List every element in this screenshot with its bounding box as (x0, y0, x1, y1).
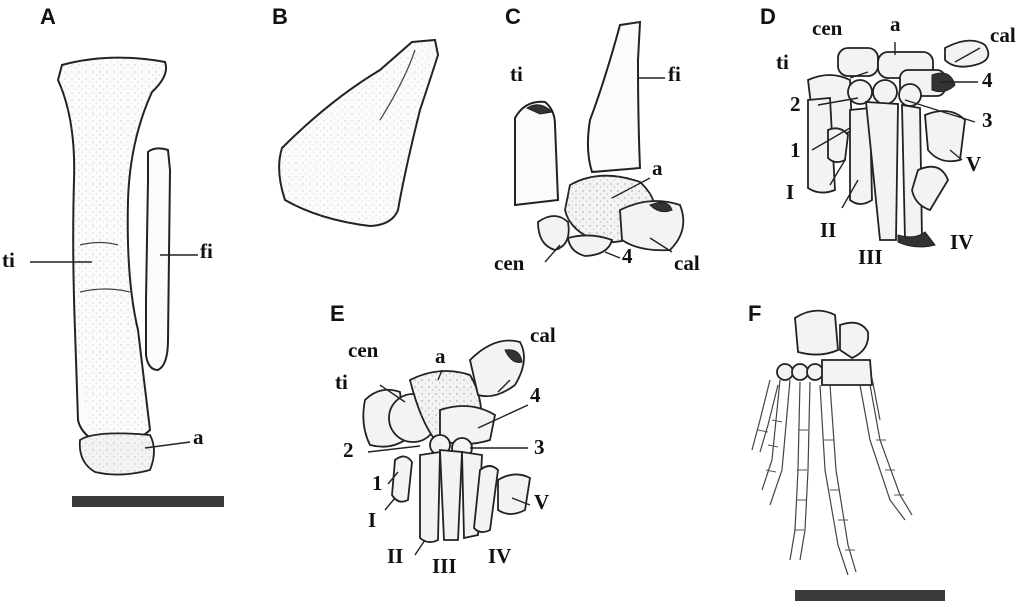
panel-c-drawing (515, 22, 683, 262)
label-c-cal: cal (674, 253, 700, 274)
label-e-4: 4 (530, 385, 541, 406)
label-e-1: 1 (372, 473, 383, 494)
panel-label-b: B (272, 6, 288, 28)
panel-label-c: C (505, 6, 521, 28)
label-d-roman-III: III (858, 247, 883, 268)
scale-bar-a (72, 496, 224, 507)
label-d-4: 4 (982, 70, 993, 91)
label-c-a: a (652, 158, 663, 179)
fibula-c (588, 22, 640, 172)
label-c-4: 4 (622, 246, 633, 267)
label-e-roman-I: I (368, 510, 376, 531)
label-c-cen: cen (494, 253, 524, 274)
panel-e-drawing (363, 340, 530, 555)
label-a-a: a (193, 427, 204, 448)
label-e-roman-II: II (387, 546, 403, 567)
label-a-ti: ti (2, 250, 15, 271)
label-e-roman-IV: IV (488, 546, 511, 567)
label-e-ti: ti (335, 372, 348, 393)
label-e-roman-III: III (432, 556, 457, 577)
panel-label-e: E (330, 303, 345, 325)
label-e-a: a (435, 346, 446, 367)
panel-label-f: F (748, 303, 761, 325)
tibia-c (515, 102, 558, 205)
label-d-1: 1 (790, 140, 801, 161)
label-a-fi: fi (200, 241, 213, 262)
panel-a-drawing (30, 58, 198, 475)
label-d-3: 3 (982, 110, 993, 131)
label-c-fi: fi (668, 64, 681, 85)
scale-bar-f (795, 590, 945, 601)
label-e-2: 2 (343, 440, 354, 461)
calcaneum-e (470, 340, 524, 396)
label-e-3: 3 (534, 437, 545, 458)
label-d-roman-II: II (820, 220, 836, 241)
calcaneum-d (945, 41, 988, 67)
fibula-bone (146, 148, 170, 370)
panel-label-a: A (40, 6, 56, 28)
label-e-roman-V: V (534, 492, 549, 513)
label-d-ti: ti (776, 52, 789, 73)
label-d-roman-I: I (786, 182, 794, 203)
label-d-cal: cal (990, 25, 1016, 46)
panel-d-drawing (808, 41, 988, 247)
label-e-cal: cal (530, 325, 556, 346)
panel-label-d: D (760, 6, 776, 28)
label-d-roman-IV: IV (950, 232, 973, 253)
panel-f-drawing (752, 311, 912, 575)
centrale-c (538, 216, 569, 250)
panel-b-drawing (279, 40, 438, 226)
label-d-a: a (890, 14, 901, 35)
label-d-roman-V: V (966, 154, 981, 175)
label-d-2: 2 (790, 94, 801, 115)
label-e-cen: cen (348, 340, 378, 361)
calcaneum-c (620, 201, 683, 250)
label-c-ti: ti (510, 64, 523, 85)
label-d-cen: cen (812, 18, 842, 39)
